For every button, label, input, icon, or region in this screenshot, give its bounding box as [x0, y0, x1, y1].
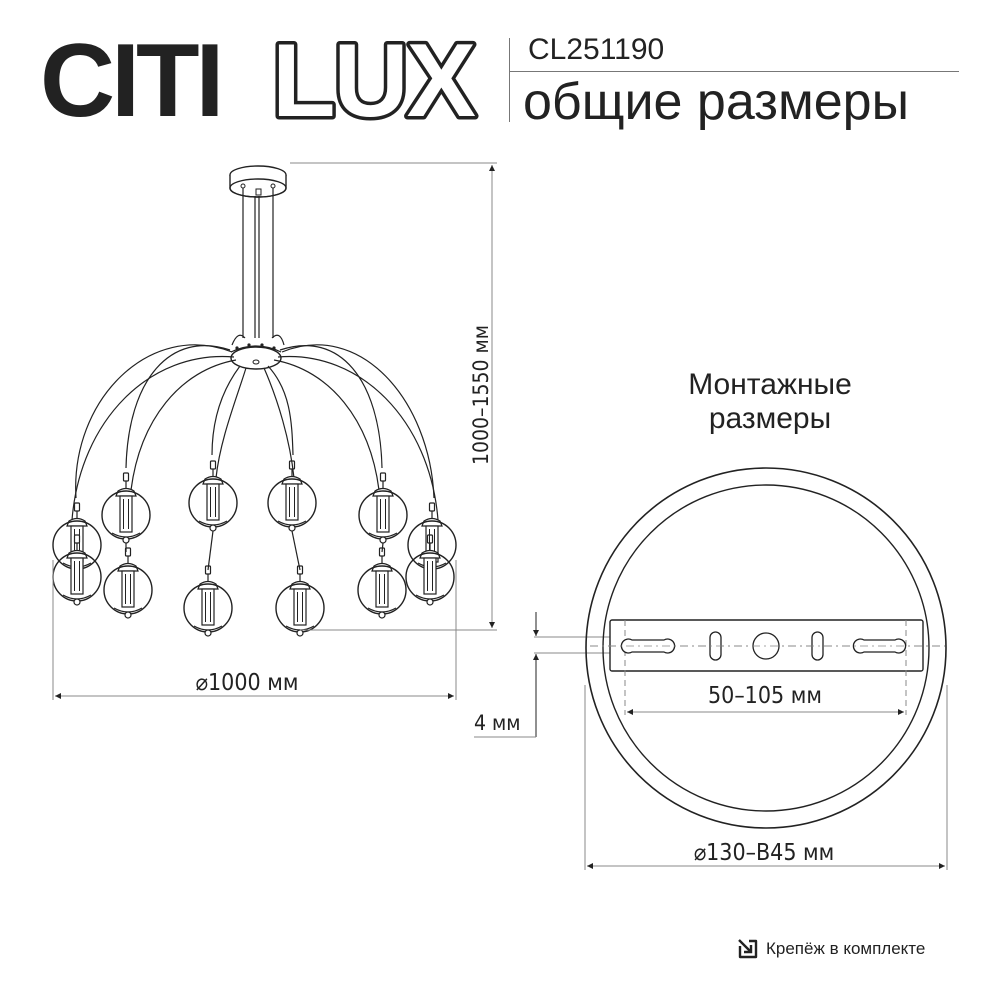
model-number: CL251190 — [528, 33, 665, 66]
thickness-label: 4 мм — [474, 711, 521, 735]
logo-outline-text: LUX — [272, 28, 476, 128]
ceiling-canopy — [229, 165, 287, 198]
diameter-label: ⌀1000 мм — [196, 670, 299, 696]
mounting-title-line1: Монтажные — [688, 368, 852, 401]
mounting-canopy-drawing — [585, 467, 947, 829]
height-dimension: 1000–1550 мм — [290, 162, 497, 631]
diameter-dimension: ⌀1000 мм — [52, 560, 457, 700]
page-title: общие размеры — [523, 73, 909, 131]
chandelier-arms — [71, 344, 439, 521]
mounting-title: Монтажные размеры — [640, 368, 900, 436]
header-divider-horizontal — [509, 71, 959, 72]
header-divider-vertical — [509, 38, 510, 122]
citilux-logo: CITI LUX — [40, 28, 480, 128]
canopy-inner-circle — [602, 484, 930, 812]
central-hub — [230, 334, 285, 370]
height-label: 1000–1550 мм — [469, 325, 493, 465]
pendant-lamps — [52, 460, 457, 637]
hole-spacing-dimension: 50–105 мм — [627, 683, 904, 715]
arrow-into-box-icon — [738, 939, 758, 959]
canopy-diameter-dimension: ⌀130–В45 мм — [584, 685, 948, 870]
mounting-title-line2: размеры — [708, 402, 832, 435]
pendant-cords — [125, 530, 384, 571]
canopy-outer-circle — [585, 467, 947, 829]
logo-solid-text: CITI — [40, 28, 220, 128]
suspension-cables — [242, 188, 274, 338]
canopy-diameter-label: ⌀130–В45 мм — [694, 840, 835, 866]
hardware-included-note: Крепёж в комплекте — [737, 938, 925, 960]
footer-text: Крепёж в комплекте — [766, 939, 926, 958]
hole-spacing-label: 50–105 мм — [708, 683, 822, 709]
